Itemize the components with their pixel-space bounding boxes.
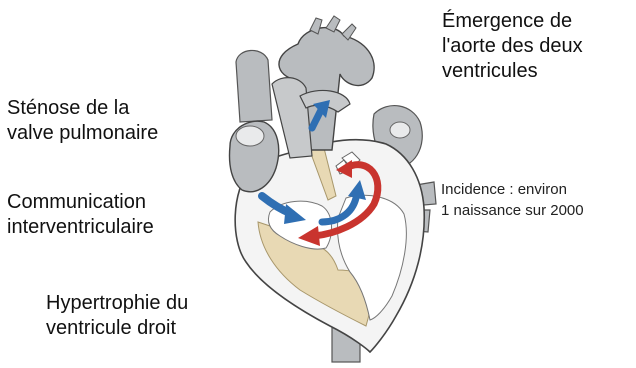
label-incidence: Incidence : environ 1 naissance sur 2000	[441, 179, 584, 221]
superior-vena-cava	[236, 50, 272, 122]
label-right-ventricle-hypertrophy: Hypertrophie du ventricule droit	[46, 291, 188, 341]
label-pulmonary-stenosis: Sténose de la valve pulmonaire	[7, 96, 158, 146]
label-aorta-origin: Émergence de l'aorte des deux ventricule…	[442, 9, 583, 84]
label-ventricular-septal-defect: Communication interventriculaire	[7, 190, 154, 240]
